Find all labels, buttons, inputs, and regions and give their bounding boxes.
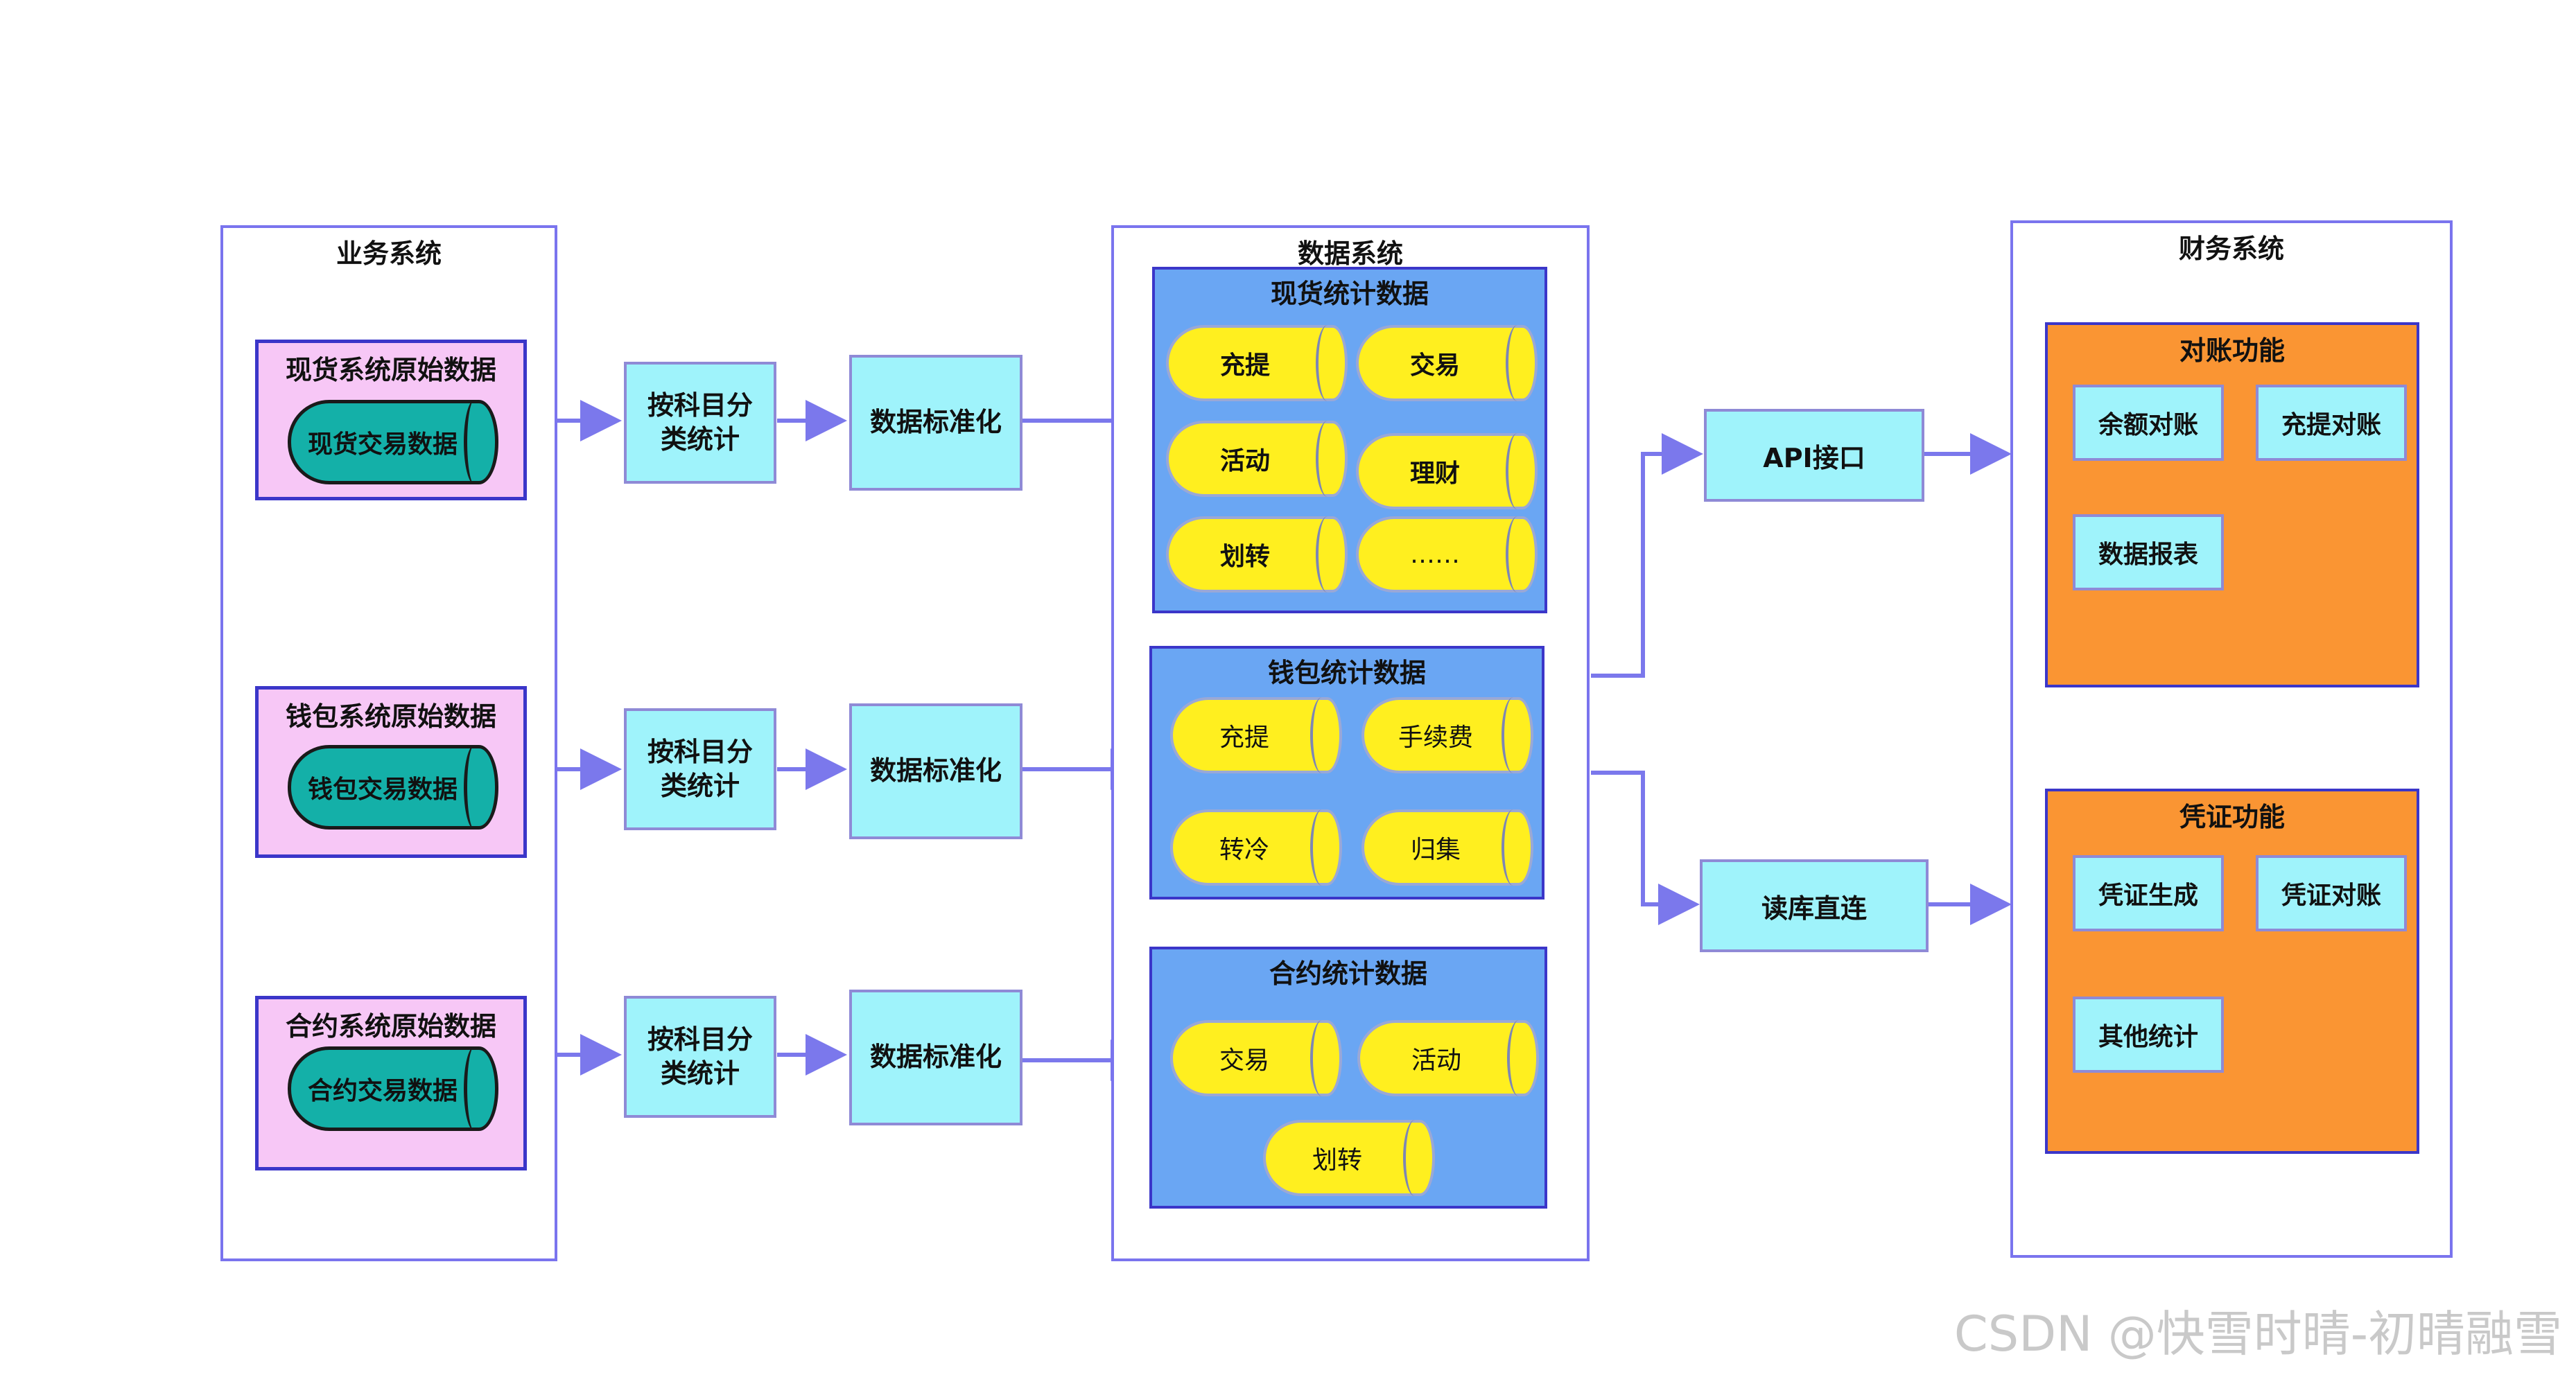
source-wallet-raw-data: 钱包系统原始数据 钱包交易数据	[255, 686, 527, 858]
panel-contract-stats: 合约统计数据 交易 活动 划转	[1149, 947, 1547, 1209]
function-title: 对账功能	[2179, 335, 2285, 366]
data-system-title: 数据系统	[1297, 238, 1403, 269]
pill-activity: 活动	[1166, 421, 1348, 497]
database-icon: 钱包交易数据	[288, 745, 498, 830]
data-report-box: 数据报表	[2073, 514, 2224, 590]
arrow-data-to-direct	[1591, 771, 1700, 925]
panel-title: 现货统计数据	[1270, 279, 1429, 309]
balance-reconcile-box: 余额对账	[2073, 385, 2224, 461]
classify-step-2: 按科目分 类统计	[624, 708, 776, 830]
normalize-step-2: 数据标准化	[849, 703, 1022, 839]
voucher-reconcile-box: 凭证对账	[2256, 855, 2407, 931]
deposit-reconcile-box: 充提对账	[2256, 385, 2407, 461]
normalize-step-1: 数据标准化	[849, 355, 1022, 491]
source-spot-raw-data: 现货系统原始数据 现货交易数据	[255, 340, 527, 500]
pill-transfer: 划转	[1166, 516, 1348, 593]
database-icon: 现货交易数据	[288, 400, 498, 484]
pill-collection: 归集	[1361, 809, 1533, 886]
panel-title: 合约统计数据	[1269, 958, 1427, 989]
pill-deposit-withdraw: 充提	[1166, 325, 1348, 401]
classify-step-1: 按科目分 类统计	[624, 362, 776, 484]
normalize-step-3: 数据标准化	[849, 990, 1022, 1125]
panel-title: 钱包统计数据	[1267, 658, 1426, 688]
database-icon: 合约交易数据	[288, 1046, 498, 1131]
classify-step-3: 按科目分 类统计	[624, 996, 776, 1118]
panel-wallet-stats: 钱包统计数据 充提 手续费 转冷 归集	[1149, 646, 1544, 900]
source-title: 现货系统原始数据	[285, 355, 496, 385]
source-contract-raw-data: 合约系统原始数据 合约交易数据	[255, 996, 527, 1170]
database-label: 合约交易数据	[307, 1077, 458, 1105]
arrow-data-to-api	[1591, 433, 1703, 678]
database-label: 现货交易数据	[307, 430, 458, 459]
pill-transfer: 划转	[1263, 1120, 1435, 1196]
pill-cold-transfer: 转冷	[1170, 809, 1342, 886]
pill-deposit-withdraw: 充提	[1170, 697, 1342, 773]
database-label: 钱包交易数据	[307, 775, 458, 804]
pill-activity: 活动	[1357, 1020, 1539, 1096]
api-interface-box: API接口	[1704, 409, 1924, 502]
voucher-function-panel: 凭证功能 凭证生成 凭证对账 其他统计	[2045, 789, 2419, 1154]
finance-system-title: 财务系统	[2178, 234, 2284, 264]
source-title: 合约系统原始数据	[285, 1011, 496, 1042]
voucher-generate-box: 凭证生成	[2073, 855, 2224, 931]
direct-db-box: 读库直连	[1700, 859, 1929, 952]
function-title: 凭证功能	[2179, 802, 2285, 832]
pill-trade: 交易	[1356, 325, 1538, 401]
pill-trade: 交易	[1170, 1020, 1342, 1096]
other-stats-box: 其他统计	[2073, 997, 2224, 1073]
watermark: CSDN @快雪时晴-初晴融雪	[1953, 1306, 2562, 1362]
pill-wealth: 理财	[1356, 433, 1538, 509]
source-title: 钱包系统原始数据	[285, 701, 496, 732]
business-system-title: 业务系统	[336, 238, 442, 269]
pill-more: ……	[1356, 516, 1538, 593]
panel-spot-stats: 现货统计数据 充提 交易 活动 理财 划转 ……	[1152, 267, 1547, 613]
pill-fee: 手续费	[1361, 697, 1533, 773]
reconcile-function-panel: 对账功能 余额对账 充提对账 数据报表	[2045, 322, 2419, 687]
